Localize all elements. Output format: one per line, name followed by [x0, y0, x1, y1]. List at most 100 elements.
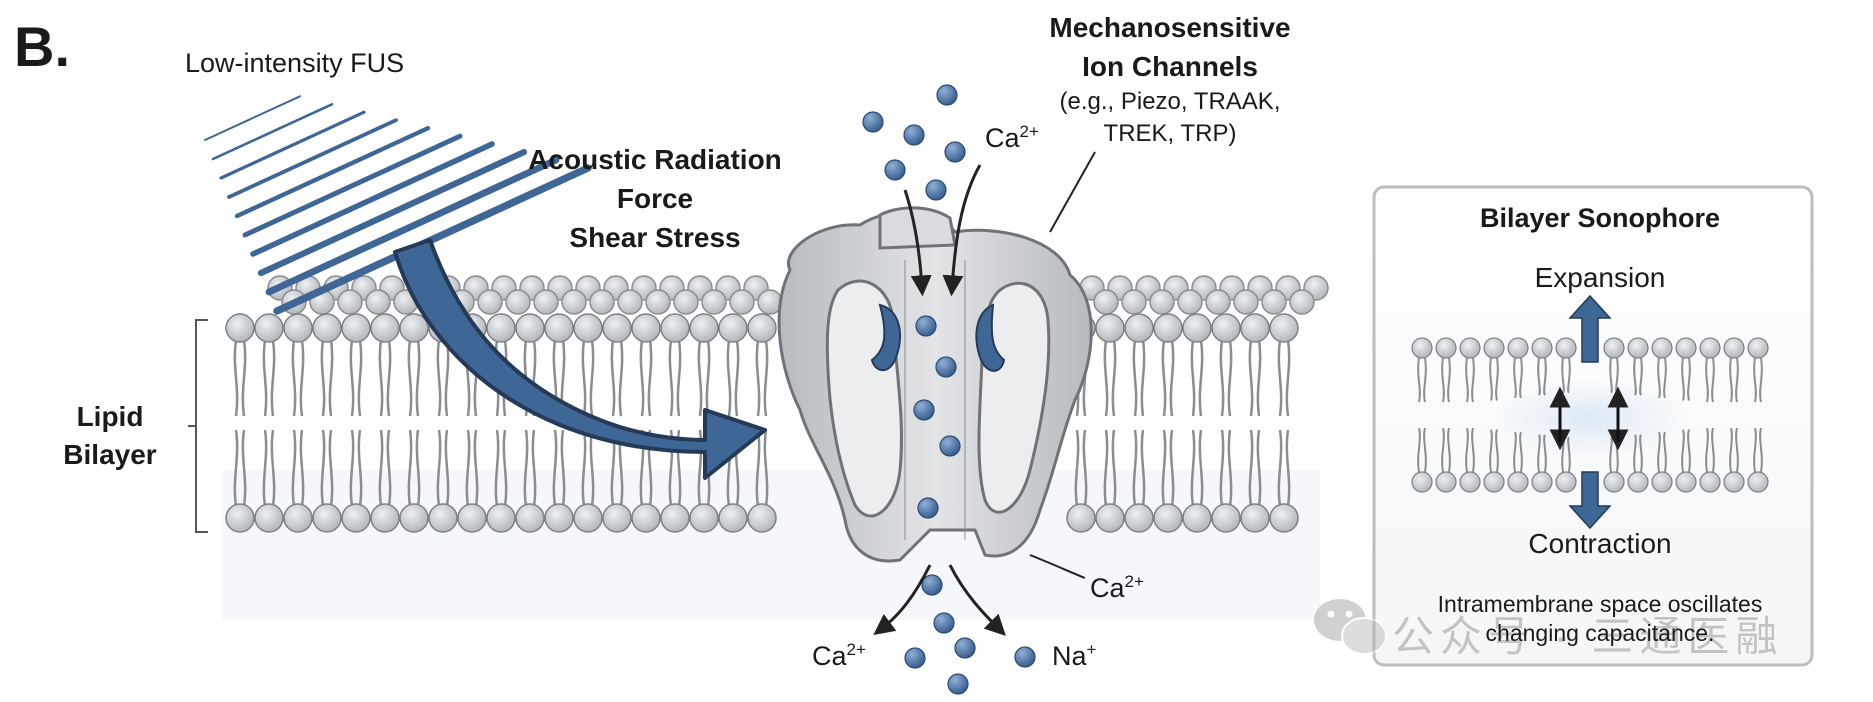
- lipid-head: [1093, 289, 1119, 315]
- lipid-head: [701, 289, 727, 315]
- wave-stripe: [227, 118, 398, 199]
- lipid-tail: [1074, 429, 1080, 507]
- ion-dot: [935, 356, 957, 378]
- lipid-tail: [1285, 429, 1291, 507]
- lipid-tail: [755, 429, 761, 507]
- channel-title-line1: Mechanosensitive: [1049, 12, 1291, 43]
- lipid-head: [1121, 289, 1147, 315]
- lipid-tail: [1711, 357, 1715, 403]
- lipid-tail: [1753, 357, 1757, 403]
- ion-dot: [944, 141, 966, 163]
- lipid-head: [341, 503, 371, 533]
- lipid-tail: [1681, 429, 1685, 473]
- expansion-arrow: [1568, 294, 1612, 363]
- lipid-tail: [299, 429, 305, 507]
- lipid-head: [1240, 503, 1270, 533]
- ion-label-na-bottom: Na+: [1052, 640, 1096, 672]
- lipid-head: [718, 313, 748, 343]
- ion-dot: [903, 124, 925, 146]
- lipid-tail: [1277, 429, 1283, 507]
- lipid-tail: [1513, 431, 1517, 473]
- lipid-head: [1240, 313, 1270, 343]
- lipid-tail: [1417, 427, 1421, 473]
- lipid-head: [1651, 337, 1673, 359]
- sonophore-title: Bilayer Sonophore: [1479, 203, 1721, 233]
- sonophore-bilayer: [1411, 337, 1769, 493]
- wave-stripe: [211, 102, 334, 161]
- lipid-head: [486, 313, 516, 343]
- lipid-tail: [1103, 339, 1109, 417]
- lipid-tail: [1140, 339, 1146, 417]
- lipid-tail: [320, 339, 326, 417]
- ion-channel: [777, 206, 1093, 563]
- ultrasound-waves: [204, 95, 592, 315]
- lipid-tail: [502, 429, 508, 507]
- ion-dot: [1014, 646, 1036, 668]
- force-label: Acoustic Radiation Force Shear Stress: [505, 140, 805, 257]
- lipid-tail: [415, 429, 421, 507]
- ion-label-ca-right: Ca2+: [1090, 572, 1144, 604]
- lipid-tail: [1705, 357, 1709, 403]
- lipid-head: [1507, 337, 1529, 359]
- lipid-tail: [1633, 357, 1637, 396]
- channel-title: Mechanosensitive Ion Channels: [1010, 8, 1330, 86]
- channel-examples-line1: (e.g., Piezo, TRAAK,: [1059, 88, 1281, 115]
- lipid-tail: [328, 339, 334, 417]
- lipid-head: [1153, 503, 1183, 533]
- lipid-tail: [1705, 427, 1709, 473]
- lipid-head: [718, 503, 748, 533]
- lipid-head: [1699, 337, 1721, 359]
- lipid-tail: [1248, 429, 1254, 507]
- lipid-tail: [1447, 357, 1451, 403]
- lipid-head: [602, 503, 632, 533]
- lipid-head: [1182, 503, 1212, 533]
- lipid-tail: [1441, 357, 1445, 403]
- lipid-tail: [1111, 429, 1117, 507]
- ion-dot: [933, 612, 955, 634]
- lipid-tail: [1663, 431, 1667, 473]
- lipid-tail: [1140, 429, 1146, 507]
- lipid-head: [1699, 471, 1721, 493]
- lipid-tail: [1639, 434, 1643, 473]
- lipid-tail: [726, 339, 732, 417]
- panel-letter: B.: [14, 15, 70, 78]
- force-label-line1: Acoustic Radiation: [528, 144, 782, 175]
- lipid-tail: [1687, 429, 1691, 473]
- lipid-head: [1124, 503, 1154, 533]
- wechat-icon: [1314, 599, 1387, 655]
- lipid-tail: [1639, 357, 1643, 396]
- bilayer-label-line2: Bilayer: [63, 439, 157, 470]
- lipid-head: [631, 313, 661, 343]
- lipid-tail: [1423, 427, 1427, 473]
- lipid-tail: [1543, 434, 1547, 473]
- wave-stripe: [250, 141, 495, 257]
- lipid-tail: [1735, 427, 1739, 473]
- lipid-head: [689, 503, 719, 533]
- lipid-tail: [1132, 429, 1138, 507]
- ion-symbol: Ca: [1090, 573, 1125, 603]
- lipid-tail: [1759, 427, 1763, 473]
- lipid-tail: [581, 429, 587, 507]
- ion-dot: [921, 574, 943, 596]
- lipid-tail: [755, 339, 761, 417]
- lipid-tail: [1471, 357, 1475, 403]
- ion-dot: [904, 647, 926, 669]
- ion-dot: [913, 399, 935, 421]
- lipid-tail: [473, 429, 479, 507]
- ion-symbol: Na: [1052, 641, 1087, 671]
- lipid-head: [399, 503, 429, 533]
- lipid-tail: [1759, 357, 1763, 403]
- ion-dot: [936, 84, 958, 106]
- lipid-tail: [560, 429, 566, 507]
- lipid-tail: [1519, 357, 1523, 399]
- lipid-tail: [270, 339, 276, 417]
- lipid-tail: [378, 339, 384, 417]
- lipid-tail: [668, 339, 674, 417]
- lipid-head: [1555, 337, 1577, 359]
- lipid-tail: [357, 339, 363, 417]
- lipid-tail: [763, 339, 769, 417]
- lipid-tail: [465, 429, 471, 507]
- lipid-head: [1435, 337, 1457, 359]
- wave-stripe: [257, 148, 528, 277]
